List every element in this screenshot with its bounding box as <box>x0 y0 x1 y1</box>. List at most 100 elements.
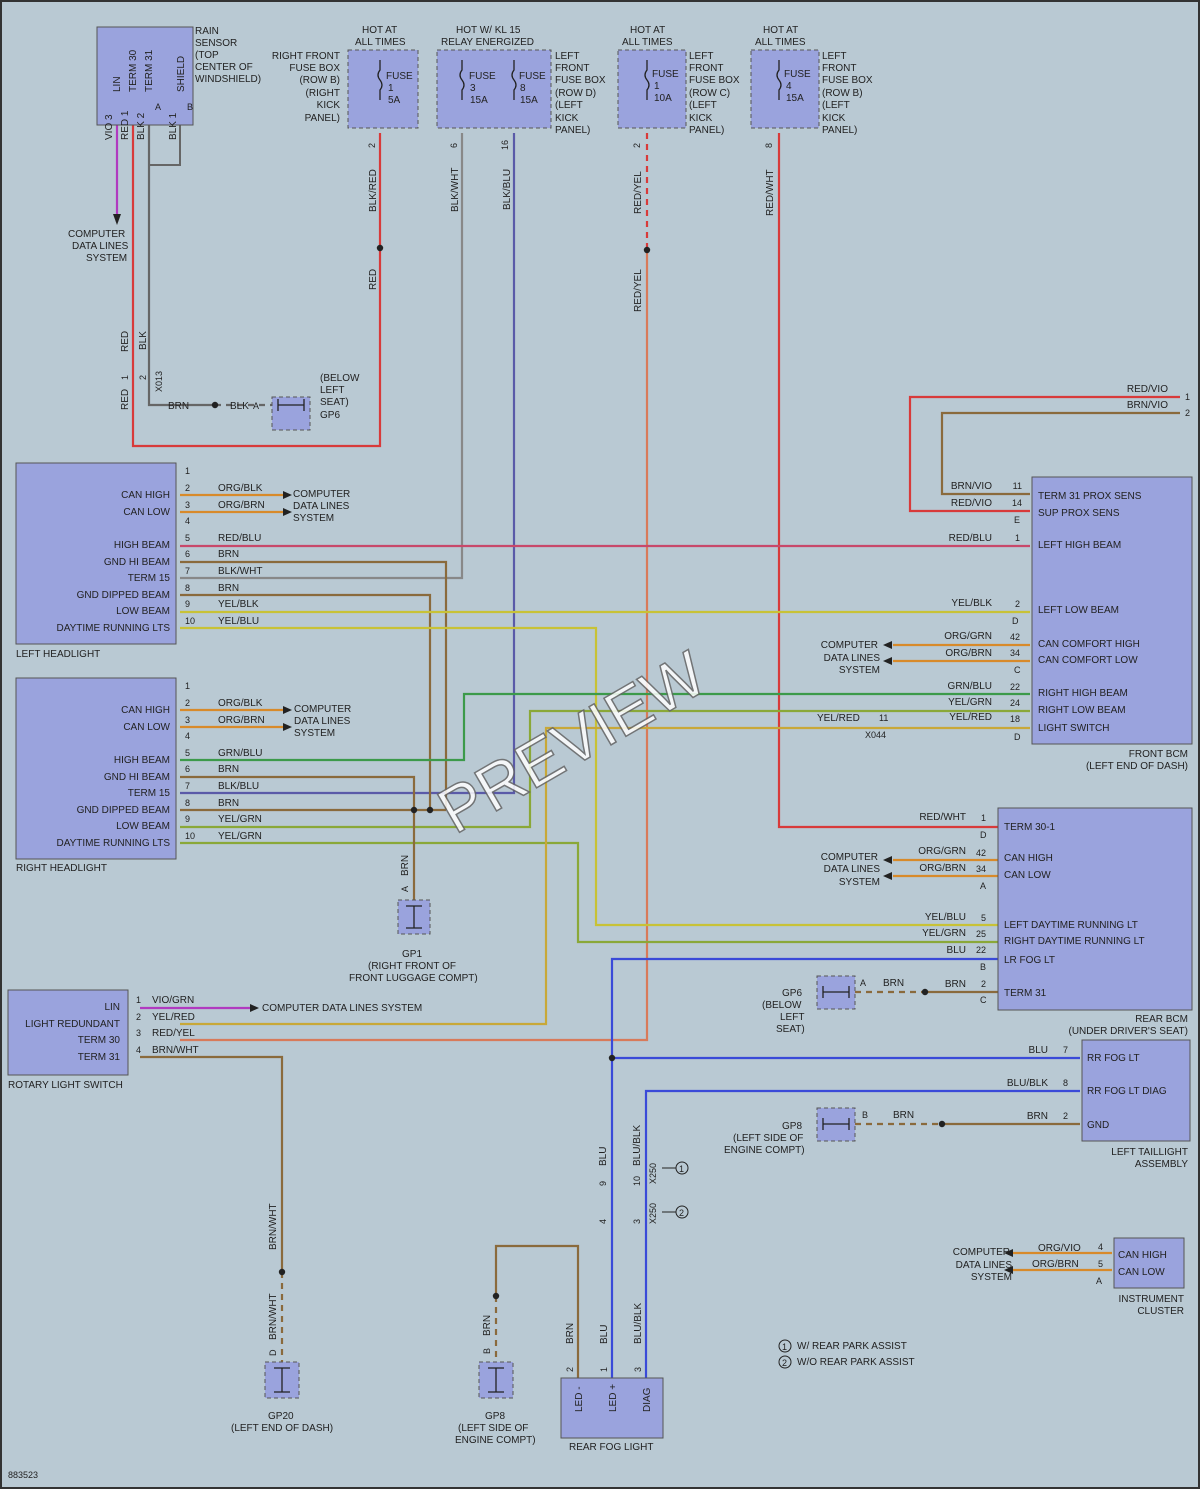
svg-text:10: 10 <box>185 616 195 626</box>
svg-text:2: 2 <box>782 1358 787 1368</box>
svg-text:BLK: BLK <box>138 331 149 350</box>
svg-text:TERM 30: TERM 30 <box>78 1035 121 1046</box>
svg-text:ORG/BRN: ORG/BRN <box>218 715 265 726</box>
rear-bcm-labels: RED/WHT 1 TERM 30-1 D ORG/GRN 42 CAN HIG… <box>821 812 1188 1037</box>
svg-text:GND HI BEAM: GND HI BEAM <box>104 557 170 568</box>
svg-text:BLK: BLK <box>230 401 249 412</box>
svg-text:7: 7 <box>185 781 190 791</box>
svg-text:VIO/GRN: VIO/GRN <box>152 995 194 1006</box>
fuse-left10-box <box>617 49 687 129</box>
svg-text:COMPUTER DATA LINES SYSTEM: COMPUTER DATA LINES SYSTEM <box>262 1003 422 1014</box>
wire-rh-gnd-hi <box>180 775 416 810</box>
svg-text:2: 2 <box>136 1012 141 1022</box>
svg-text:LED -: LED - <box>574 1386 585 1412</box>
svg-text:LEFT HIGH BEAM: LEFT HIGH BEAM <box>1038 540 1121 551</box>
wire-lh-gnd-hi <box>180 560 448 810</box>
svg-text:15A: 15A <box>520 95 538 106</box>
svg-text:HOT AT: HOT AT <box>630 25 665 36</box>
svg-text:BLK/WHT: BLK/WHT <box>218 566 262 577</box>
svg-text:D: D <box>1012 616 1019 626</box>
svg-text:FUSE BOX: FUSE BOX <box>822 75 873 86</box>
svg-text:TERM 30: TERM 30 <box>128 49 139 92</box>
right-headlight-box <box>15 677 177 860</box>
svg-text:W/O REAR PARK ASSIST: W/O REAR PARK ASSIST <box>797 1357 915 1368</box>
svg-text:RED/YEL: RED/YEL <box>633 171 644 214</box>
svg-text:LEFT: LEFT <box>320 385 344 396</box>
front-bcm-labels: RED/VIO 1 BRN/VIO 2 BRN/VIO 11 TERM 31 P… <box>817 384 1190 772</box>
svg-text:YEL/GRN: YEL/GRN <box>218 814 262 825</box>
left-taillight-box <box>1081 1039 1191 1142</box>
svg-text:LR FOG LT: LR FOG LT <box>1004 955 1055 966</box>
svg-text:ORG/BLK: ORG/BLK <box>218 698 263 709</box>
svg-text:BRN/VIO: BRN/VIO <box>1127 400 1168 411</box>
svg-text:2: 2 <box>565 1367 575 1372</box>
svg-text:DATA LINES: DATA LINES <box>956 1260 1013 1271</box>
svg-text:TERM 15: TERM 15 <box>128 573 171 584</box>
svg-text:BRN: BRN <box>1027 1111 1048 1122</box>
svg-text:2: 2 <box>981 979 986 989</box>
svg-text:KICK: KICK <box>317 100 341 111</box>
svg-text:SYSTEM: SYSTEM <box>86 253 127 264</box>
rain-sensor-box <box>96 26 194 126</box>
svg-text:RR FOG LT: RR FOG LT <box>1087 1053 1140 1064</box>
svg-text:22: 22 <box>976 945 986 955</box>
svg-text:1: 1 <box>388 83 394 94</box>
svg-text:BLU: BLU <box>599 1325 610 1344</box>
diagram-id: 883523 <box>8 1470 38 1480</box>
svg-text:COMPUTER: COMPUTER <box>294 704 351 715</box>
svg-text:1: 1 <box>1015 533 1020 543</box>
svg-text:RED/VIO: RED/VIO <box>951 498 992 509</box>
gp20-labels: BRN/WHT BRN/WHT D GP20 (LEFT END OF DASH… <box>231 1203 333 1434</box>
svg-text:CAN LOW: CAN LOW <box>1118 1267 1165 1278</box>
svg-text:FRONT LUGGAGE COMPT): FRONT LUGGAGE COMPT) <box>349 973 478 984</box>
svg-text:14: 14 <box>1012 498 1022 508</box>
svg-text:9: 9 <box>185 814 190 824</box>
svg-text:2: 2 <box>1015 599 1020 609</box>
svg-text:1: 1 <box>654 81 660 92</box>
svg-text:SHIELD: SHIELD <box>176 56 187 92</box>
svg-text:BRN: BRN <box>218 798 239 809</box>
svg-text:FUSE: FUSE <box>469 71 496 82</box>
svg-text:RED/YEL: RED/YEL <box>152 1028 195 1039</box>
svg-text:TERM 31: TERM 31 <box>144 49 155 92</box>
svg-text:INSTRUMENT: INSTRUMENT <box>1118 1294 1184 1305</box>
right-headlight-wire-colors: ORG/BLK ORG/BRN GRN/BLU BRN BLK/BLU BRN … <box>218 698 351 842</box>
gp8-right-labels: B BRN GP8 (LEFT SIDE OF ENGINE COMPT) <box>724 1110 914 1156</box>
left-headlight-labels: CAN HIGH CAN LOW HIGH BEAM GND HI BEAM T… <box>16 490 171 660</box>
rear-fog-labels: LED - LED + DIAG 2 1 3 BRN BLU BLU/BLK B… <box>565 1125 689 1453</box>
svg-text:RIGHT LOW BEAM: RIGHT LOW BEAM <box>1038 705 1126 716</box>
svg-text:RR FOG LT DIAG: RR FOG LT DIAG <box>1087 1086 1167 1097</box>
svg-text:FUSE: FUSE <box>784 69 811 80</box>
rotary-switch-labels: LIN LIGHT REDUNDANT TERM 30 TERM 31 1 2 … <box>8 995 422 1091</box>
svg-text:(LEFT SIDE OF: (LEFT SIDE OF <box>733 1133 803 1144</box>
svg-text:HOT W/ KL 15: HOT W/ KL 15 <box>456 25 521 36</box>
svg-text:7: 7 <box>1063 1045 1068 1055</box>
svg-text:ORG/GRN: ORG/GRN <box>944 631 992 642</box>
svg-text:BRN/VIO: BRN/VIO <box>951 481 992 492</box>
svg-text:RAIN: RAIN <box>195 26 219 37</box>
svg-text:FRONT: FRONT <box>822 63 856 74</box>
svg-text:2: 2 <box>632 143 642 148</box>
svg-text:YEL/BLK: YEL/BLK <box>951 598 992 609</box>
ground-symbols <box>274 399 850 1393</box>
svg-text:HIGH BEAM: HIGH BEAM <box>114 755 170 766</box>
svg-text:A: A <box>980 881 986 891</box>
svg-text:E: E <box>1014 515 1020 525</box>
svg-text:LIN: LIN <box>104 1002 120 1013</box>
svg-text:10: 10 <box>632 1176 642 1186</box>
left-headlight-pin-numbers: 1 2 3 4 5 6 7 8 9 10 <box>185 466 195 626</box>
svg-text:CAN HIGH: CAN HIGH <box>1004 853 1053 864</box>
svg-text:HOT AT: HOT AT <box>763 25 798 36</box>
wire-rain-red <box>131 125 382 448</box>
svg-text:4: 4 <box>185 731 190 741</box>
svg-text:BRN: BRN <box>218 583 239 594</box>
svg-text:LEFT: LEFT <box>780 1012 804 1023</box>
svg-text:DATA LINES: DATA LINES <box>293 501 350 512</box>
svg-text:RED 1: RED 1 <box>120 110 131 140</box>
svg-text:FUSE: FUSE <box>519 71 546 82</box>
wire-brnvio <box>940 411 1180 496</box>
svg-text:8: 8 <box>520 83 526 94</box>
svg-text:X250: X250 <box>648 1203 658 1224</box>
svg-text:DATA LINES: DATA LINES <box>294 716 351 727</box>
svg-text:BRN/WHT: BRN/WHT <box>268 1293 279 1340</box>
